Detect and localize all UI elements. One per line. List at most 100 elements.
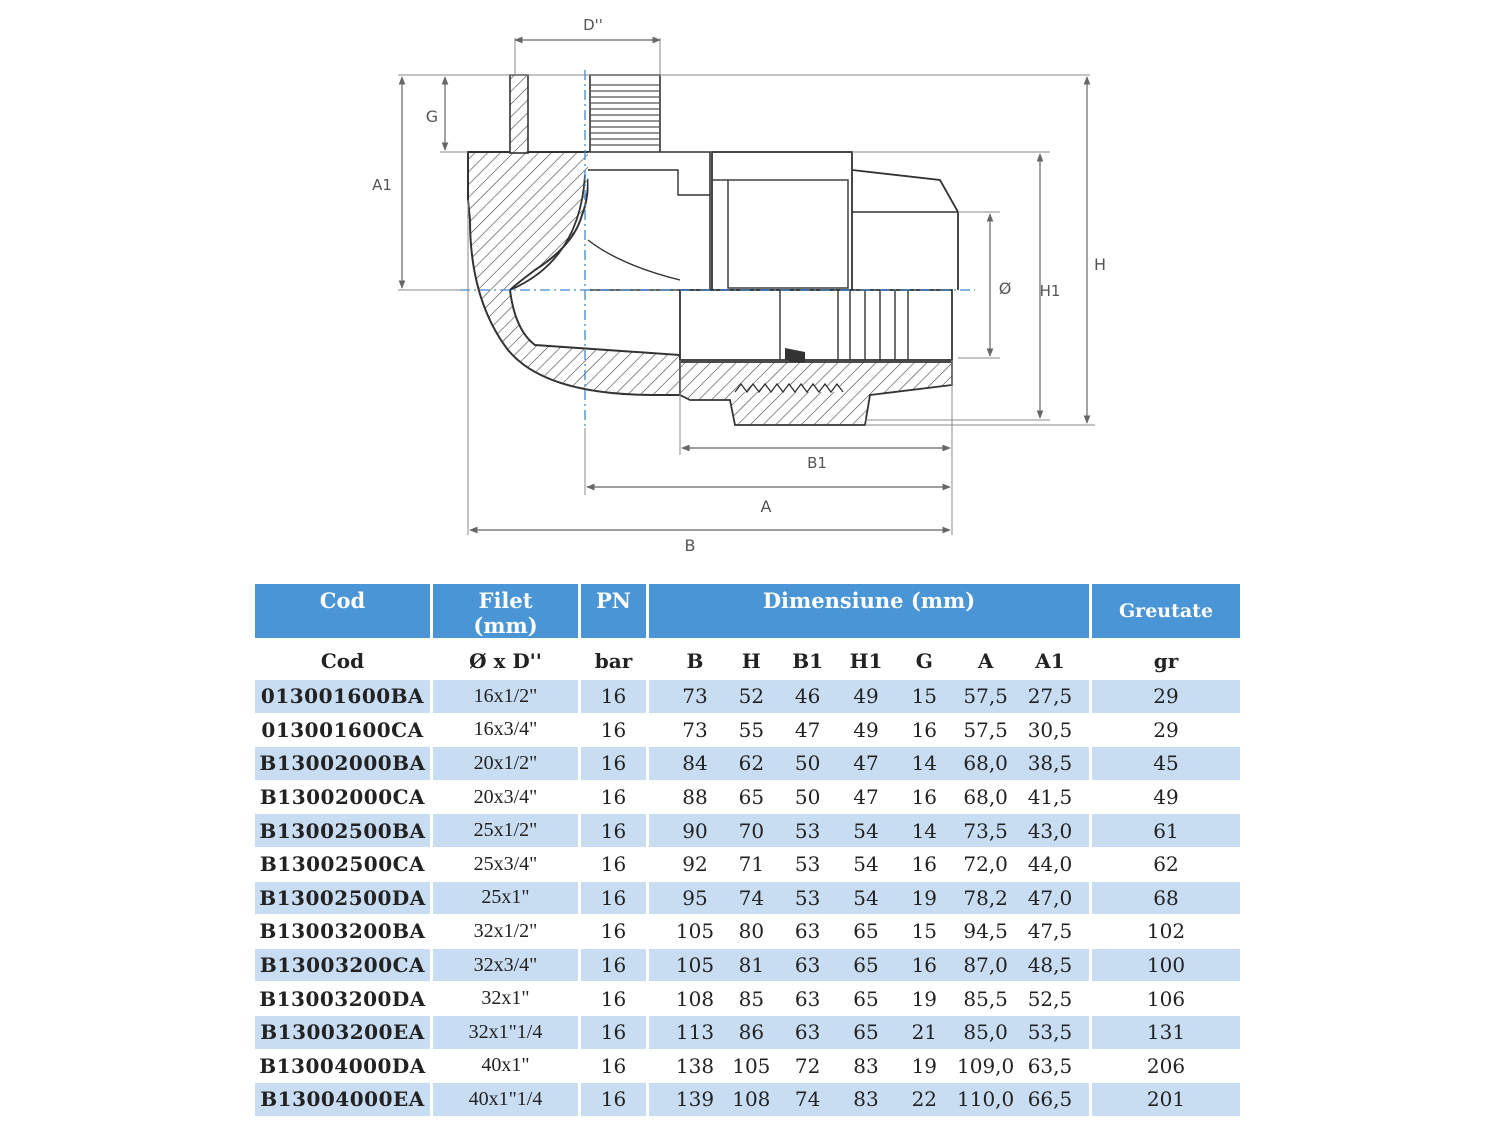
label-diameter: Ø [999, 279, 1012, 298]
unit-dim-b1: B1 [792, 648, 824, 673]
header-row: Cod Filet (mm) PN Dimensiune (mm) Greuta… [255, 584, 1240, 638]
cell-dim: 46 [794, 684, 821, 709]
extension-lines [398, 38, 1095, 535]
cell-filet: 32x1/2" [433, 915, 581, 949]
cell-pn: 16 [581, 713, 649, 748]
cell-dim: 105 [732, 1053, 771, 1078]
cell-dim: 48,5 [1027, 953, 1073, 978]
cell-cod: 013001600BA [255, 680, 433, 714]
cell-greutate: 131 [1092, 1015, 1240, 1050]
label-b: B [685, 536, 696, 555]
cell-dim: 95 [682, 885, 708, 910]
cell-cod: B13002500DA [255, 881, 433, 916]
header-greutate: Greutate [1092, 584, 1240, 638]
cell-dim: 65 [853, 953, 879, 978]
cell-dim: 73,5 [963, 818, 1008, 843]
cell-dim: 138 [675, 1053, 715, 1078]
cell-dim: 52 [738, 684, 765, 709]
unit-pn: bar [581, 638, 649, 680]
cell-pn: 16 [581, 881, 649, 916]
cell-dim: 53 [794, 852, 821, 877]
cell-filet: 25x1/2" [433, 814, 581, 848]
cell-filet: 16x1/2" [433, 680, 581, 714]
cell-dim: 108 [732, 1087, 771, 1112]
label-a1: A1 [372, 176, 392, 194]
cell-dim: 30,5 [1027, 717, 1073, 742]
cell-dim: 50 [794, 785, 821, 810]
cell-pn: 16 [581, 680, 649, 714]
header-filet: Filet (mm) [433, 584, 581, 638]
header-cod: Cod [255, 584, 433, 638]
cell-dim: 72 [794, 1053, 821, 1078]
compression-nut [679, 151, 959, 426]
cell-dim: 21 [911, 1020, 938, 1045]
cell-dim: 70 [738, 818, 765, 843]
unit-greutate: gr [1092, 638, 1240, 680]
cell-dim: 14 [911, 818, 938, 843]
cell-dim: 80 [738, 919, 765, 944]
cell-dim: 16 [911, 852, 938, 877]
cell-cod: 013001600CA [255, 713, 433, 748]
cell-dim: 81 [738, 953, 765, 978]
cell-pn: 16 [581, 1049, 649, 1084]
cell-dim: 85,0 [963, 1020, 1008, 1045]
cell-dim: 72,0 [963, 852, 1008, 877]
label-h: H [1094, 255, 1106, 274]
cell-dim: 19 [911, 986, 938, 1011]
cell-cod: B13003200BA [255, 915, 433, 949]
cell-filet: 25x3/4" [433, 847, 581, 882]
unit-dim-b: B [686, 648, 704, 673]
cell-dim: 15 [911, 919, 938, 944]
cell-dim: 78,2 [963, 885, 1008, 910]
label-h1: H1 [1040, 282, 1061, 300]
unit-dim-a1: A1 [1035, 648, 1065, 673]
cell-filet: 25x1" [433, 881, 581, 916]
cell-pn: 16 [581, 814, 649, 848]
cell-cod: B13003200DA [255, 982, 433, 1016]
cell-dim: 68,0 [963, 785, 1008, 810]
elbow-body [467, 74, 711, 396]
fitting-cross-section-drawing: D'' G A1 Ø H1 H B1 A B [372, 16, 1106, 555]
cell-dim: 47 [853, 751, 879, 776]
cell-pn: 16 [581, 915, 649, 949]
cell-cod: B13002500BA [255, 814, 433, 848]
cell-dim: 38,5 [1027, 751, 1073, 776]
cell-dim: 14 [911, 751, 938, 776]
cell-dim: 65 [853, 919, 879, 944]
cell-pn: 16 [581, 948, 649, 983]
cell-dim: 41,5 [1027, 785, 1073, 810]
unit-cod: Cod [255, 638, 433, 680]
cell-dim: 15 [911, 684, 938, 709]
unit-dim-h1: H1 [849, 648, 883, 673]
cell-dim: 86 [738, 1020, 765, 1045]
cell-dim: 113 [675, 1020, 715, 1045]
cell-dim: 47 [853, 785, 879, 810]
cell-filet: 16x3/4" [433, 713, 581, 748]
cell-filet: 20x3/4" [433, 780, 581, 815]
cell-dim: 88 [682, 785, 708, 810]
cell-dim: 71 [738, 852, 765, 877]
cell-greutate: 102 [1092, 915, 1240, 949]
cell-greutate: 206 [1092, 1050, 1240, 1084]
cell-dim: 65 [853, 1020, 879, 1045]
cell-greutate: 100 [1092, 948, 1240, 983]
cell-cod: B13003200CA [255, 948, 433, 983]
cell-dim: 110,0 [957, 1087, 1015, 1112]
cell-filet: 40x1" [433, 1049, 581, 1084]
cell-dim: 50 [794, 751, 821, 776]
cell-dim: 57,5 [963, 684, 1008, 709]
cell-pn: 16 [581, 747, 649, 781]
cell-dim: 109,0 [957, 1053, 1015, 1078]
cell-dim: 44,0 [1027, 852, 1073, 877]
